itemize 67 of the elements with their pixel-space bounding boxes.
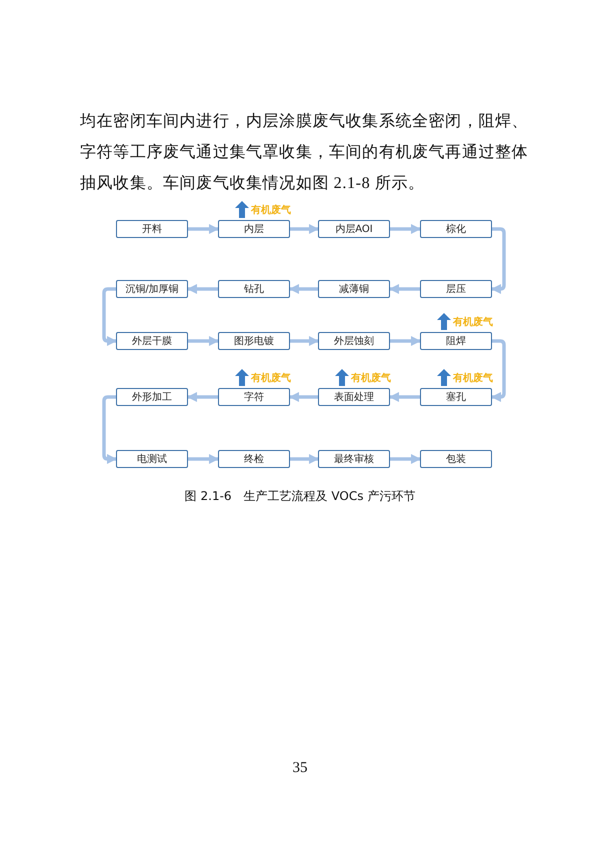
flow-arrow (290, 336, 319, 346)
figure-caption: 图 2.1-6 生产工艺流程及 VOCs 产污环节 (184, 489, 416, 503)
page-number: 35 (292, 760, 308, 777)
process-box (318, 450, 390, 468)
process-box (420, 220, 492, 238)
process-label: 外层干膜 (132, 334, 172, 348)
process-box (116, 332, 188, 350)
process-box (420, 332, 492, 350)
process-label: 棕化 (446, 222, 466, 236)
flow-arrow (390, 224, 421, 234)
process-box (218, 388, 290, 406)
process-box (116, 280, 188, 298)
flow-arrow (491, 227, 506, 294)
process-label: 开料 (142, 222, 162, 236)
process-box (116, 220, 188, 238)
process-box (218, 220, 290, 238)
process-box (116, 388, 188, 406)
flow-arrow (290, 454, 319, 464)
process-label: 塞孔 (446, 390, 466, 404)
process-label: 最终审核 (334, 452, 374, 466)
process-box (318, 332, 390, 350)
process-box (318, 388, 390, 406)
flow-arrow (188, 454, 219, 464)
process-label: 字符 (244, 390, 264, 404)
flow-arrow (289, 284, 318, 294)
flow-arrow (102, 287, 117, 346)
emission-label: 有机废气 (251, 205, 291, 217)
flow-arrow (289, 392, 318, 402)
process-label: 外层蚀刻 (334, 334, 374, 348)
process-label: 包装 (446, 452, 466, 466)
body-paragraph: 均在密闭车间内进行，内层涂膜废气收集系统全密闭，阻焊、字符等工序废气通过集气罩收集，车间的有机废气再通过整体抽风收集。车间废气收集情况如图 2.1-8 所示。 (80, 111, 530, 194)
flow-arrow (188, 224, 219, 234)
emission-label: 有机废气 (251, 373, 291, 385)
process-box (218, 332, 290, 350)
process-box (218, 280, 290, 298)
process-box (218, 450, 290, 468)
process-box (318, 220, 390, 238)
flow-arrow (187, 284, 218, 294)
flow-arrow (390, 336, 421, 346)
emission-label: 有机废气 (453, 317, 493, 329)
flow-arrow (389, 284, 420, 294)
process-label: 沉铜/加厚铜 (125, 282, 179, 296)
process-box (420, 450, 492, 468)
process-label: 内层 (244, 222, 264, 236)
emission-label: 有机废气 (453, 373, 493, 385)
process-label: 表面处理 (334, 390, 374, 404)
process-label: 钻孔 (244, 283, 264, 296)
process-box (318, 280, 390, 298)
process-box (116, 450, 188, 468)
flow-arrow (389, 392, 420, 402)
process-box (420, 280, 492, 298)
process-label: 阻焊 (446, 335, 466, 348)
process-label: 外形加工 (132, 390, 172, 404)
process-label: 电测试 (137, 452, 167, 466)
emission-label: 有机废气 (351, 373, 391, 385)
process-label: 减薄铜 (339, 282, 369, 296)
flow-arrow (491, 339, 506, 402)
process-label: 终检 (244, 452, 264, 466)
process-label: 内层AOI (335, 222, 373, 236)
flow-arrow (188, 336, 219, 346)
flow-arrow (102, 395, 117, 464)
flow-arrow (187, 392, 218, 402)
process-box (420, 388, 492, 406)
process-label: 层压 (446, 283, 466, 296)
process-label: 图形电镀 (234, 334, 274, 348)
flow-arrow (390, 454, 421, 464)
flow-arrow (290, 224, 319, 234)
